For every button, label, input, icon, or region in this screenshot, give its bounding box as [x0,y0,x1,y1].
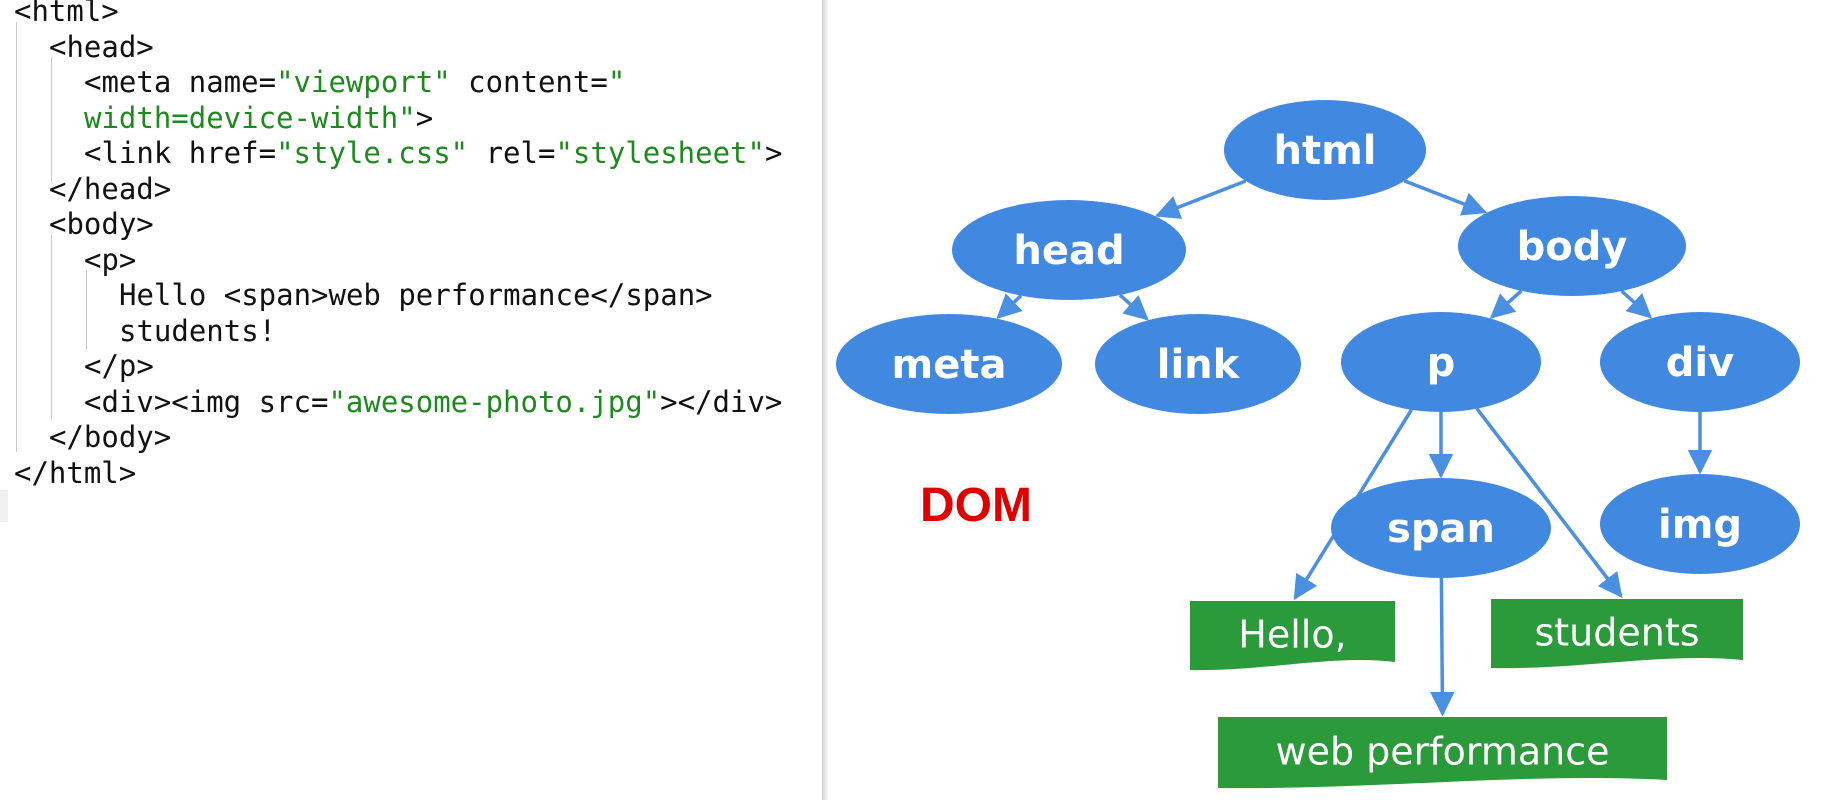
code-token: <p> [84,242,137,277]
code-line: width=device-width"> [84,101,433,136]
code-token: <head> [49,29,154,64]
text-node-hello-label: Hello, [1238,613,1346,657]
code-token: </head> [49,171,172,206]
node-body-shape [1458,196,1686,296]
code-token: <div><img src= [84,384,329,419]
node-link-shape [1095,314,1301,414]
code-line: <head> [49,30,154,65]
code-line: <link href="style.css" rel="stylesheet"> [84,136,782,171]
indent-guide [51,57,52,182]
code-line: students! [119,314,276,349]
code-string: "awesome-photo.jpg" [328,384,661,419]
node-span-label: span [1387,506,1495,552]
code-line: <body> [49,207,154,242]
code-token: content= [450,65,608,99]
node-img-shape [1600,474,1800,574]
code-token: </p> [84,349,154,383]
node-span-shape [1331,478,1551,578]
text-node-webperf-shape [1218,717,1667,789]
node-p-label: p [1427,340,1456,386]
node-img: img [1600,474,1800,574]
code-token: > [764,136,783,170]
code-panel: <html><head><meta name="viewport" conten… [0,0,822,800]
code-token: students! [119,313,277,348]
code-token: ></div> [660,384,783,419]
text-node-hello: Hello, [1190,601,1395,671]
node-link-label: link [1157,342,1241,388]
code-line: </html> [14,456,136,491]
node-body: body [1458,196,1686,296]
node-head-label: head [1013,228,1124,274]
code-line: <p> [84,243,136,278]
node-meta-shape [836,314,1062,414]
node-div-label: div [1666,340,1734,386]
code-token: <meta name= [84,65,277,99]
scroll-marker [0,490,8,522]
code-string: width=device-width" [84,100,416,135]
text-node-students-shape [1491,599,1743,669]
panel-divider [822,0,828,800]
node-meta-label: meta [892,342,1007,388]
edge-span-webperf [1430,577,1455,717]
node-html: html [1224,100,1426,200]
text-node-students-label: students [1534,611,1699,655]
edge-head-meta [996,293,1023,319]
code-line: <div><img src="awesome-photo.jpg"></div> [84,385,782,420]
node-span: span [1331,478,1551,578]
edge-html-body [1403,179,1488,216]
code-string: "stylesheet" [555,136,765,170]
code-line: <meta name="viewport" content=" [84,65,625,100]
text-node-students: students [1491,599,1743,669]
code-string: "style.css" [276,136,469,170]
dom-label: DOM [920,479,1032,532]
indent-guide [51,235,52,420]
text-node-hello-shape [1190,601,1395,671]
edge-head-link [1118,293,1149,321]
text-node-webperf: web performance [1218,717,1667,789]
code-token: </body> [49,420,172,454]
code-token: rel= [468,136,556,170]
edge-p-students [1475,407,1623,598]
indent-guide [16,22,17,452]
code-token: </html> [14,455,137,490]
code-token: <body> [49,207,154,241]
indent-guide [86,270,87,350]
code-line: Hello <span>web performance</span> [119,278,713,313]
node-p-shape [1341,312,1541,412]
node-head: head [952,200,1186,300]
node-p: p [1341,312,1541,412]
node-meta: meta [836,314,1062,414]
edge-body-p [1489,289,1523,319]
code-token: > [415,100,434,135]
node-html-label: html [1274,128,1377,174]
node-html-shape [1224,100,1426,200]
edge-body-div [1620,289,1653,319]
code-line: </head> [49,172,171,207]
code-token: <html> [14,0,119,28]
node-div: div [1600,312,1800,412]
code-token: <link href= [84,136,277,170]
node-body-label: body [1517,224,1628,270]
code-line: </body> [49,420,171,455]
code-line: <html> [14,0,119,29]
code-token: Hello <span>web performance</span> [119,278,713,312]
node-div-shape [1600,312,1800,412]
node-link: link [1095,314,1301,414]
code-line: </p> [84,349,154,384]
code-string: " [607,65,626,99]
node-img-label: img [1658,502,1742,548]
edge-html-head [1154,179,1247,219]
code-string: "viewport" [276,65,451,99]
text-node-webperf-label: web performance [1275,730,1609,774]
node-head-shape [952,200,1186,300]
